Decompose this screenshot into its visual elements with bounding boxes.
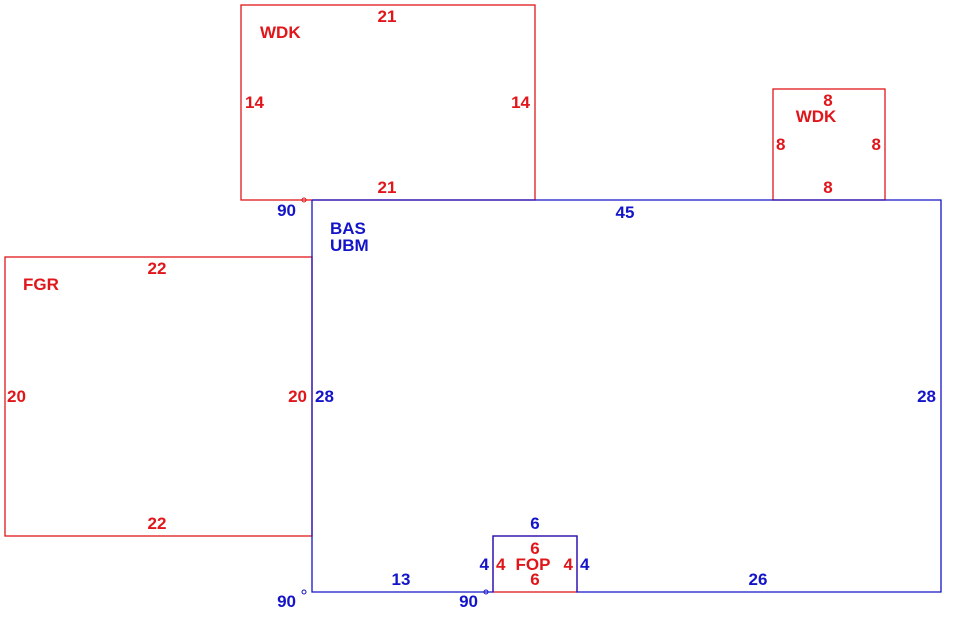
bas-outline bbox=[311, 199, 942, 593]
bas-notch-right-dim: 4 bbox=[580, 555, 590, 574]
fop-bottom-dim: 6 bbox=[530, 570, 539, 589]
fop-left-dim: 4 bbox=[496, 555, 506, 574]
wdk-large-top-dim: 21 bbox=[378, 7, 397, 26]
bas-top-dim: 45 bbox=[616, 203, 635, 222]
fop-code: FOP bbox=[516, 555, 551, 574]
bas-bottom-left-dim: 13 bbox=[392, 570, 411, 589]
angle-top-left: 90 bbox=[277, 201, 296, 220]
vertex-marker bbox=[301, 197, 307, 203]
bas-sub-code: UBM bbox=[330, 236, 369, 255]
wdk-small-left-dim: 8 bbox=[776, 135, 785, 154]
fgr-left-dim: 20 bbox=[7, 387, 26, 406]
wdk-small-top-dim: 8 bbox=[823, 91, 832, 110]
fgr-code: FGR bbox=[23, 275, 59, 294]
angle-bottom-notch: 90 bbox=[459, 592, 478, 611]
wdk-large-left-dim: 14 bbox=[245, 93, 264, 112]
bas-notch-top-dim: 6 bbox=[530, 514, 539, 533]
bas-left-dim: 28 bbox=[315, 387, 334, 406]
bas-code: BAS bbox=[330, 219, 366, 238]
wdk-large-code: WDK bbox=[260, 23, 301, 42]
fop-top-dim: 6 bbox=[530, 539, 539, 558]
bas-bottom-right-dim: 26 bbox=[749, 570, 768, 589]
fop-right-dim: 4 bbox=[564, 555, 574, 574]
wdk-small-bottom-dim: 8 bbox=[823, 178, 832, 197]
angle-bottom-left: 90 bbox=[277, 592, 296, 611]
fgr-outline bbox=[4, 256, 313, 537]
fgr-top-dim: 22 bbox=[148, 259, 167, 278]
vertex-marker bbox=[483, 589, 489, 595]
wdk-small-right-dim: 8 bbox=[872, 135, 881, 154]
bas-right-dim: 28 bbox=[917, 387, 936, 406]
bas-notch-left-dim: 4 bbox=[480, 555, 490, 574]
wdk-small-code: WDK bbox=[796, 107, 837, 126]
wdk-large-bottom-dim: 21 bbox=[378, 178, 397, 197]
wdk-large-right-dim: 14 bbox=[511, 93, 530, 112]
vertex-marker bbox=[301, 589, 307, 595]
fgr-bottom-dim: 22 bbox=[148, 514, 167, 533]
fgr-right-dim: 20 bbox=[288, 387, 307, 406]
